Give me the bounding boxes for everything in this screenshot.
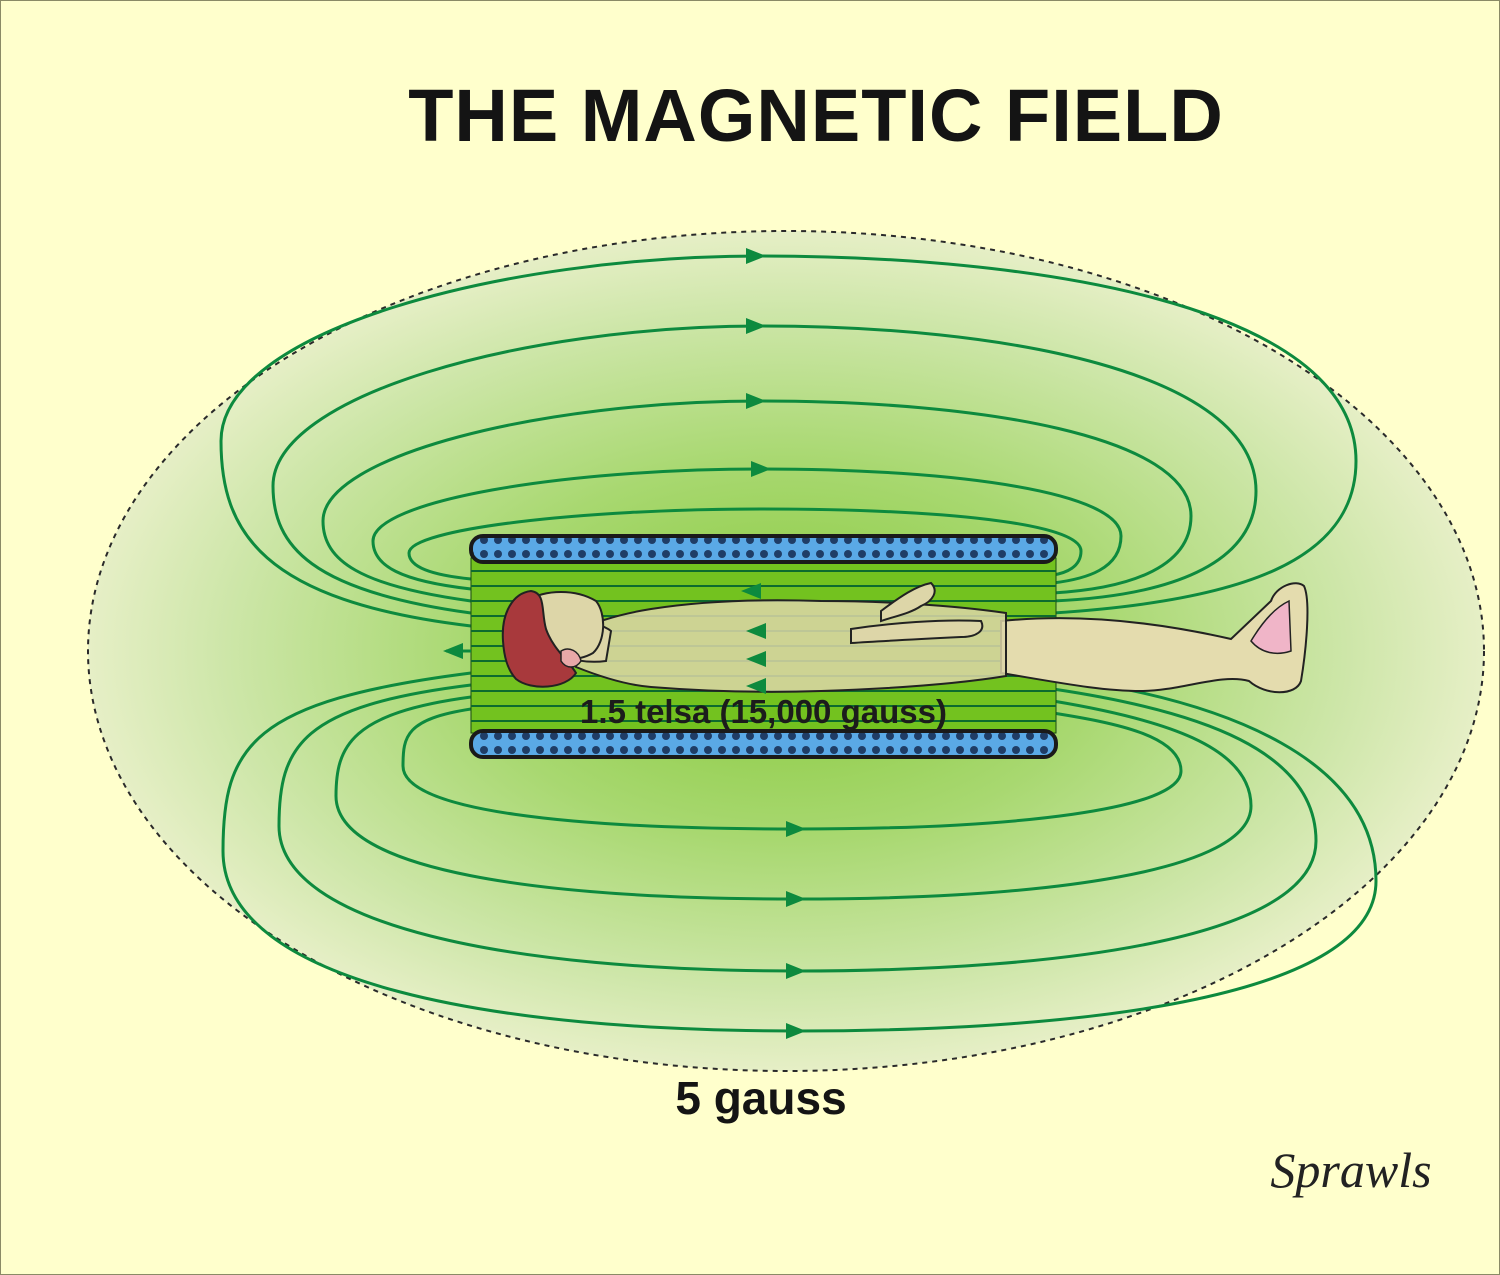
bore-field-strength-label: 1.5 telsa (15,000 gauss) xyxy=(580,693,947,730)
fringe-field-label: 5 gauss xyxy=(675,1072,847,1124)
magnet-coil-bottom xyxy=(469,729,1058,759)
arrow-bore-4 xyxy=(746,678,766,694)
arrow-top-1 xyxy=(746,248,766,264)
arrow-top-2 xyxy=(746,318,766,334)
arrow-top-3 xyxy=(746,393,766,409)
five-gauss-boundary xyxy=(87,230,1485,1072)
author-signature: Sprawls xyxy=(1270,1142,1432,1198)
arrow-bottom-1 xyxy=(786,821,806,837)
arrow-bore-2 xyxy=(746,623,766,639)
arrow-bottom-3 xyxy=(786,963,806,979)
arrow-top-4 xyxy=(751,461,771,477)
patient-lying-icon xyxy=(501,581,1309,694)
diagram-title: THE MAGNETIC FIELD xyxy=(408,74,1224,157)
arrow-bore-1 xyxy=(741,583,761,599)
arrow-bore-3 xyxy=(746,651,766,667)
arrow-bottom-2 xyxy=(786,891,806,907)
arrow-exit xyxy=(443,643,463,659)
magnet-coil-top xyxy=(469,534,1058,564)
field-direction-arrows xyxy=(443,248,806,1039)
arrow-bottom-4 xyxy=(786,1023,806,1039)
